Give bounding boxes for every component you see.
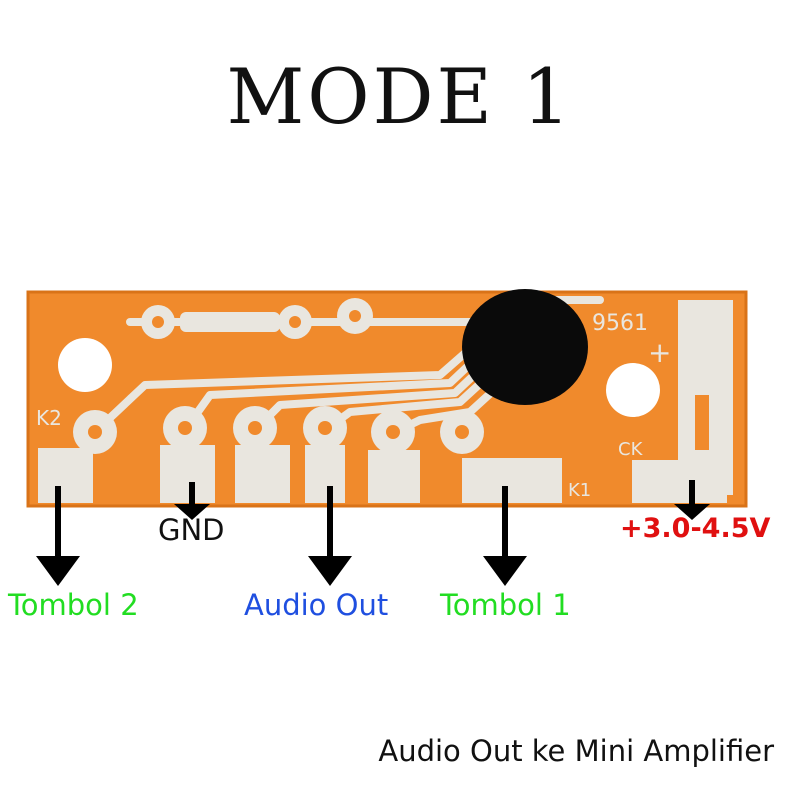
label-gnd: GND xyxy=(158,513,225,547)
silk-plus: + xyxy=(648,336,671,369)
bottom-pad-holes xyxy=(88,395,709,450)
footer-caption: Audio Out ke Mini Amplifier xyxy=(378,734,774,768)
pcb-edge xyxy=(26,290,748,508)
arrows xyxy=(55,480,695,562)
silk-ck: CK xyxy=(618,439,644,460)
silk-k2: K2 xyxy=(36,406,62,430)
arrow-heads xyxy=(36,504,710,586)
label-tombol-2: Tombol 2 xyxy=(8,588,139,622)
top-pad-holes xyxy=(152,310,361,328)
mount-hole-left xyxy=(58,338,112,392)
label-power: +3.0-4.5V xyxy=(620,513,771,544)
silk-k1: K1 xyxy=(568,480,591,501)
top-pads xyxy=(141,298,373,339)
mount-hole-right xyxy=(606,363,660,417)
chip-blob xyxy=(462,289,588,405)
label-tombol-1: Tombol 1 xyxy=(440,588,571,622)
label-audio-out: Audio Out xyxy=(244,588,389,622)
silk-part: 9561 xyxy=(592,311,648,336)
page-title: MODE 1 xyxy=(226,52,574,141)
